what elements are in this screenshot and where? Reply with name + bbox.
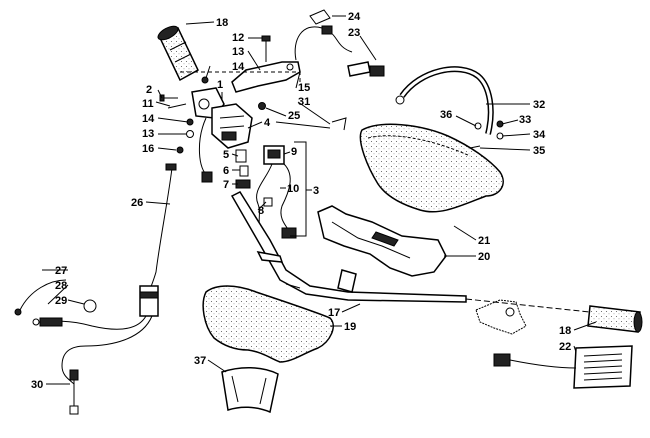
callout-16: 16 [142, 143, 154, 155]
switch-parts [235, 149, 251, 189]
callout-33: 33 [519, 114, 531, 126]
leader-lines [42, 15, 597, 385]
callout-labels: 18 12 13 14 1 2 11 14 13 16 24 23 15 31 … [31, 11, 571, 391]
hardware-left [159, 94, 194, 154]
callout-29: 29 [55, 295, 67, 307]
callout-35: 35 [533, 145, 545, 157]
callout-37: 37 [194, 355, 206, 367]
callout-6: 6 [223, 165, 229, 177]
callout-20: 20 [478, 251, 490, 263]
callout-23: 23 [348, 27, 360, 39]
callout-25: 25 [288, 110, 300, 122]
callout-9: 9 [291, 146, 297, 158]
callout-7: 7 [223, 179, 229, 191]
right-grip [587, 305, 643, 333]
callout-12: 12 [232, 32, 244, 44]
callout-31: 31 [298, 96, 310, 108]
left-grip [157, 25, 199, 82]
cable-stop-31 [258, 102, 347, 131]
screw-12 [261, 35, 271, 62]
callout-8: 8 [258, 205, 264, 217]
nut-25 [258, 102, 266, 110]
callout-26: 26 [131, 197, 143, 209]
clip-37 [221, 367, 279, 414]
brake-switch [294, 9, 385, 77]
callout-32: 32 [533, 99, 545, 111]
callout-18-left: 18 [216, 17, 228, 29]
callout-27: 27 [55, 265, 67, 277]
callout-17: 17 [328, 307, 340, 319]
callout-10: 10 [287, 183, 299, 195]
right-throttle [465, 298, 591, 335]
callout-30: 30 [31, 379, 43, 391]
callout-14-upper: 14 [232, 61, 245, 73]
callout-24: 24 [348, 11, 361, 23]
callout-11: 11 [142, 98, 154, 110]
nut-14 [201, 76, 209, 84]
callout-13-lower: 13 [142, 128, 154, 140]
grip-heater-22 [493, 345, 633, 389]
callout-15: 15 [298, 82, 310, 94]
harness [256, 145, 297, 239]
callout-1: 1 [217, 79, 223, 91]
callout-28: 28 [55, 280, 67, 292]
handlebar-cover-20 [317, 205, 447, 277]
callout-18-right: 18 [559, 325, 571, 337]
callout-36: 36 [440, 109, 452, 121]
callout-22: 22 [559, 341, 571, 353]
callout-13-upper: 13 [232, 46, 244, 58]
throttle-cable-26 [14, 163, 177, 415]
callout-4: 4 [264, 117, 271, 129]
callout-14-lower: 14 [142, 113, 155, 125]
callout-34: 34 [533, 129, 546, 141]
handlebar-17 [230, 191, 467, 303]
switch-housing [211, 103, 253, 149]
callout-3: 3 [313, 185, 319, 197]
callout-21: 21 [478, 235, 490, 247]
callout-5: 5 [223, 149, 229, 161]
lower-pad-19 [202, 285, 334, 363]
callout-19: 19 [344, 321, 356, 333]
handlebar-pad-21 [359, 123, 504, 213]
callout-2: 2 [146, 84, 152, 96]
connector-left [201, 171, 213, 183]
